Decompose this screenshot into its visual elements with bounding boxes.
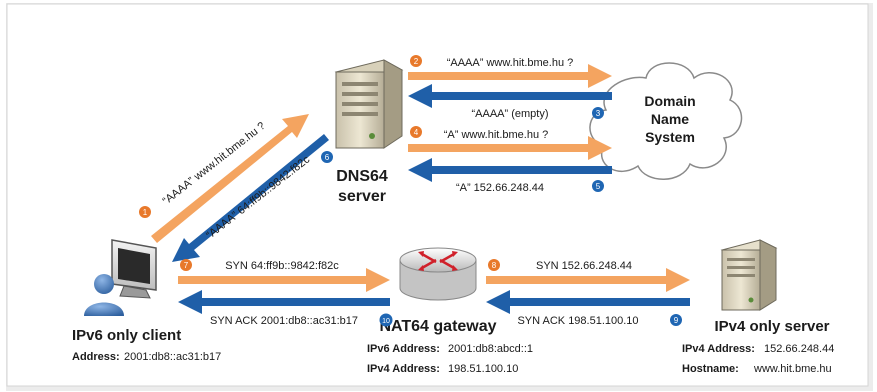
step-10-label: SYN ACK 2001:db8::ac31:b17: [210, 315, 358, 327]
client-address-value: 2001:db8::ac31:b17: [124, 351, 221, 363]
step-7-number: 7: [184, 261, 189, 270]
step-8-label: SYN 152.66.248.44: [536, 260, 632, 272]
arrow-8: [486, 268, 690, 292]
ipv6-client-icon: [84, 239, 157, 316]
ipv4-server-title: IPv4 only server: [714, 318, 829, 335]
arrow-6: [172, 134, 329, 262]
nat64-title: NAT64 gateway: [379, 318, 496, 335]
nat64-ipv4-label: IPv4 Address:: [367, 363, 440, 375]
arrow-4: [408, 136, 612, 160]
step-9-label: SYN ACK 198.51.100.10: [517, 315, 638, 327]
step-8-number: 8: [492, 261, 497, 270]
step-3-badge: [592, 107, 604, 119]
arrow-2: [408, 64, 612, 88]
step-1-number: 1: [143, 208, 148, 217]
ipv4-server-hostname-label: Hostname:: [682, 363, 739, 375]
step-6-number: 6: [325, 153, 330, 162]
nat64-ipv4-value: 198.51.100.10: [448, 363, 518, 375]
step-5-number: 5: [596, 182, 601, 191]
step-10-badge: [379, 313, 393, 327]
user-icon: [94, 274, 114, 294]
ipv4-server-address-label: IPv4 Address:: [682, 343, 755, 355]
frame: [6, 3, 869, 387]
arrow-5: [408, 158, 612, 182]
nat64-ipv6-value: 2001:db8:abcd::1: [448, 343, 533, 355]
arrow-3: [408, 84, 612, 108]
dns64-title-line-2: server: [338, 188, 386, 205]
nat64-router-icon: [399, 247, 477, 301]
arrow-10: [178, 290, 390, 314]
ipv4-server-address-value: 152.66.248.44: [764, 343, 834, 355]
step-4-number: 4: [414, 128, 419, 137]
step-8-badge: [488, 259, 500, 271]
tcp-arrows: [178, 268, 690, 314]
step-2-label: “AAAA” www.hit.bme.hu ?: [447, 57, 574, 69]
step-5-badge: [592, 180, 604, 192]
step-7-badge: [180, 259, 192, 271]
step-7-label: SYN 64:ff9b::9842:f82c: [225, 260, 339, 272]
arrow-9: [486, 290, 690, 314]
diagonal-arrows: [151, 114, 329, 262]
dns-cloud: Domain Name System: [589, 62, 743, 180]
step-4-label: “A” www.hit.bme.hu ?: [444, 129, 549, 141]
step-3-number: 3: [596, 109, 601, 118]
step-9-badge: [670, 314, 682, 326]
dns-query-arrows: [408, 64, 612, 182]
arrow-1: [151, 114, 309, 243]
ipv4-server-hostname-value: www.hit.bme.hu: [753, 363, 832, 375]
step-2-number: 2: [414, 57, 419, 66]
step-3-label: “AAAA” (empty): [471, 108, 548, 120]
cloud-line-2: Name: [651, 111, 689, 127]
ipv4-server-icon: [720, 239, 778, 311]
step-6-badge: [321, 151, 333, 163]
step-1-badge: [139, 206, 151, 218]
client-address-label: Address:: [72, 351, 120, 363]
step-4-badge: [410, 126, 422, 138]
nat64-ipv6-label: IPv6 Address:: [367, 343, 440, 355]
step-5-label: “A” 152.66.248.44: [456, 182, 544, 194]
arrow-7: [178, 268, 390, 292]
dns64-server-icon: [334, 59, 404, 149]
dns64-title-line-1: DNS64: [336, 168, 388, 185]
client-title: IPv6 only client: [72, 327, 181, 344]
cloud-line-1: Domain: [644, 93, 695, 109]
step-9-number: 9: [674, 316, 679, 325]
step-2-badge: [410, 55, 422, 67]
step-10-number: 10: [382, 318, 390, 325]
cloud-line-3: System: [645, 129, 695, 145]
